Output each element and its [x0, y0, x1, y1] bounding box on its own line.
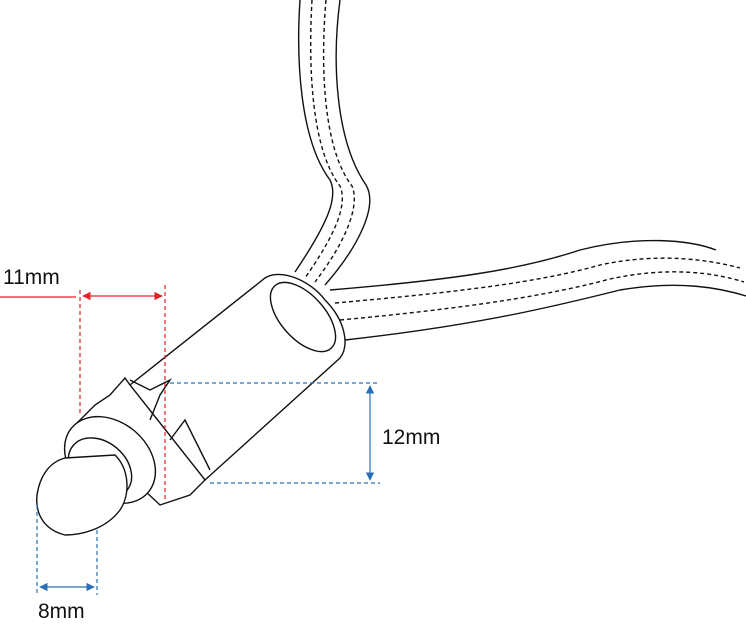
lens-diameter-dimension	[36, 505, 98, 595]
length-dimension	[0, 285, 166, 500]
length-label: 11mm	[3, 266, 60, 289]
body-diameter-dimension	[170, 382, 380, 484]
body-diameter-label: 12mm	[382, 426, 441, 449]
wires	[294, 0, 746, 341]
led-holder-body	[36, 273, 346, 536]
lens-diameter-label: 8mm	[38, 600, 85, 623]
